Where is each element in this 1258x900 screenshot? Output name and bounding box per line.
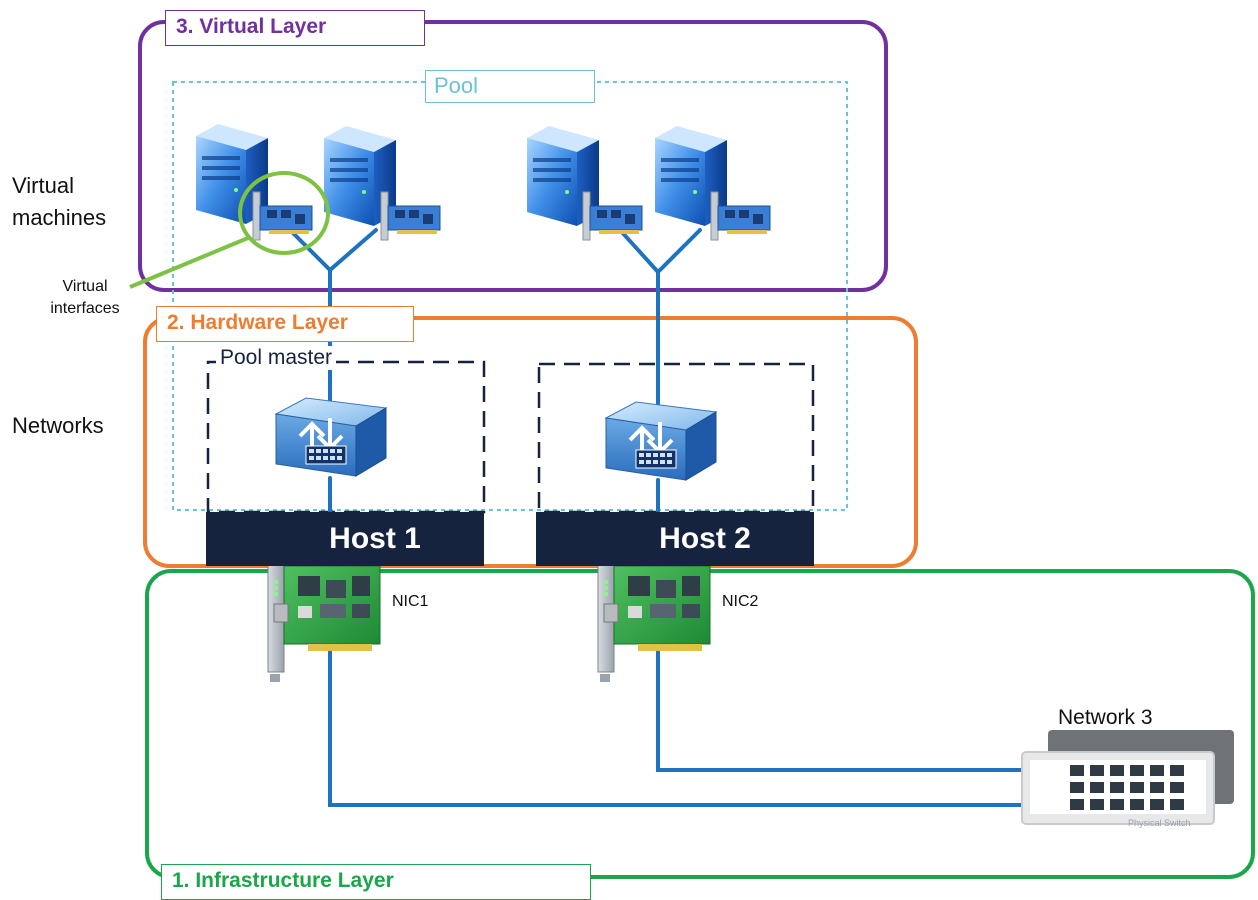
hardware-layer-frame bbox=[143, 316, 918, 568]
physical-switch-icon: Physical Switch bbox=[1021, 730, 1234, 828]
pool-frame bbox=[172, 81, 848, 511]
network3-label: Network 3 bbox=[1058, 706, 1153, 729]
virtual-switch-icon bbox=[274, 396, 388, 478]
virtual-interfaces-label: Virtual interfaces bbox=[40, 276, 130, 320]
hardware-layer-tag: 2. Hardware Layer bbox=[156, 306, 414, 342]
virtual-machines-label-line2: machines bbox=[12, 205, 107, 230]
infrastructure-layer-tag: 1. Infrastructure Layer bbox=[161, 864, 591, 900]
networks-label: Networks bbox=[12, 413, 104, 438]
virtual-machines-label-line1: Virtual bbox=[12, 173, 74, 198]
vm-cable-right bbox=[618, 228, 702, 275]
virtual-interfaces-label-line2: interfaces bbox=[50, 300, 120, 317]
virtual-machines-label: Virtual machines bbox=[12, 170, 106, 234]
pool-tag: Pool bbox=[425, 70, 595, 103]
host1-label: Host 1 bbox=[206, 512, 484, 566]
nic2-to-switch-cable bbox=[656, 644, 1076, 772]
network-cables bbox=[288, 228, 1076, 807]
host2-label: Host 2 bbox=[536, 512, 814, 566]
virtual-layer-frame bbox=[138, 20, 888, 292]
virtual-interface-highlight bbox=[238, 171, 330, 255]
physical-switch-caption: Physical Switch bbox=[1128, 818, 1191, 828]
nic2-label: NIC2 bbox=[722, 593, 759, 610]
virtual-interfaces-label-line1: Virtual bbox=[62, 278, 108, 295]
nic1-label: NIC1 bbox=[392, 593, 429, 610]
virtual-interface-pointer bbox=[129, 236, 249, 289]
nic1-to-switch-cable bbox=[328, 644, 1076, 807]
virtual-switch-icon bbox=[604, 400, 718, 482]
virtual-layer-tag: 3. Virtual Layer bbox=[165, 10, 425, 46]
pool-master-label: Pool master bbox=[216, 346, 337, 370]
